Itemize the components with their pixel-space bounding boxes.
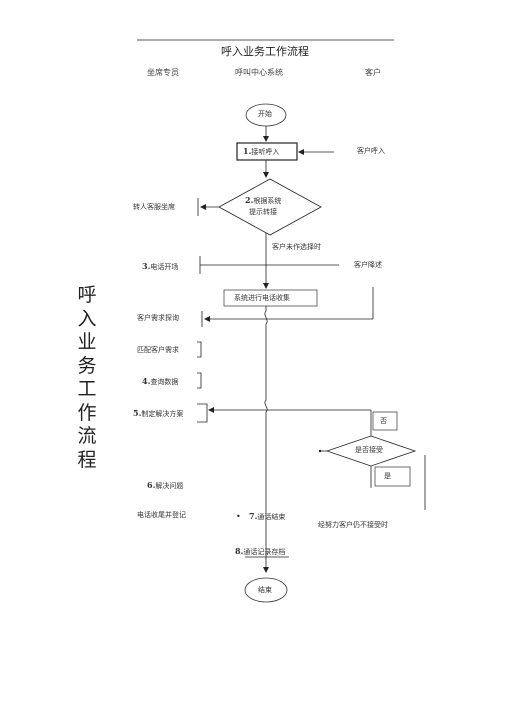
yes-label: 是 <box>384 472 391 480</box>
step-number: 7. <box>249 511 258 521</box>
solution-label: 5.制定解决方案 <box>133 409 183 418</box>
step-number: 5. <box>133 408 142 418</box>
step-text: 解决问题 <box>155 482 184 490</box>
no-choice-label: 客户未作选择时 <box>272 243 321 251</box>
system-record-box <box>223 289 318 307</box>
solution-bracket <box>197 403 208 423</box>
answer-box <box>236 142 298 161</box>
customer-greeting-label: 客户降述 <box>354 261 382 269</box>
route-decision-line1: 2.根据系统 <box>245 196 281 205</box>
step-number: 3. <box>142 261 151 271</box>
yes-box <box>374 466 411 487</box>
step-number: 8. <box>235 546 244 556</box>
accept-label: 是否接受 <box>355 446 383 454</box>
step-text: 通话记录存档 <box>243 548 286 556</box>
query-data-bracket <box>197 372 202 389</box>
step-text: 查询数据 <box>150 378 179 386</box>
query-data-label: 4.查询数据 <box>142 377 178 386</box>
system-record-label: 系统进行电话收集 <box>234 294 290 302</box>
call-open-label: 3.电话开场 <box>142 262 178 271</box>
accept-dot <box>318 449 322 453</box>
column-system: 呼叫中心系统 <box>235 68 283 77</box>
solve-label: 6.解决问题 <box>147 481 183 490</box>
customer-call-label: 客户呼入 <box>357 147 385 155</box>
end-node <box>244 577 288 603</box>
no-label: 否 <box>380 417 387 425</box>
column-customer: 客户 <box>365 68 381 77</box>
call-end-bullet: • <box>236 512 241 521</box>
transfer-label: 转人客服坐席 <box>133 203 175 211</box>
end-label: 结束 <box>258 586 272 594</box>
step-text: 通话结束 <box>257 513 286 521</box>
match-need-label: 匹配客户需求 <box>137 346 179 354</box>
step-number: 4. <box>142 376 151 386</box>
step-text: 接听呼入 <box>251 148 280 156</box>
customer-need-label: 客户需求探询 <box>137 314 179 322</box>
call-end-label: 7.通话结束 <box>249 512 285 521</box>
archive-label: 8.通话记录存档 <box>235 547 285 556</box>
step-number: 2. <box>245 195 254 205</box>
route-decision-diamond <box>218 178 322 236</box>
close-register-label: 电话收尾并登记 <box>137 511 186 519</box>
side-title: 呼入业务工作流程 <box>77 284 97 471</box>
match-need-bracket <box>197 341 202 358</box>
answer-label: 1.接听呼入 <box>243 147 279 156</box>
route-decision-line2: 提示转接 <box>249 208 277 216</box>
column-agent: 坐席专员 <box>147 68 179 77</box>
not-accept-label: 经努力客户仍不接受时 <box>318 521 388 529</box>
start-label: 开始 <box>258 110 272 118</box>
system-flow-line <box>263 306 269 573</box>
no-box <box>372 411 398 431</box>
page-title: 呼入业务工作流程 <box>221 45 309 58</box>
step-text: 根据系统 <box>253 197 282 205</box>
step-number: 6. <box>147 480 156 490</box>
step-number: 1. <box>243 146 252 156</box>
step-text: 电话开场 <box>150 263 179 271</box>
step-text: 制定解决方案 <box>141 410 184 418</box>
